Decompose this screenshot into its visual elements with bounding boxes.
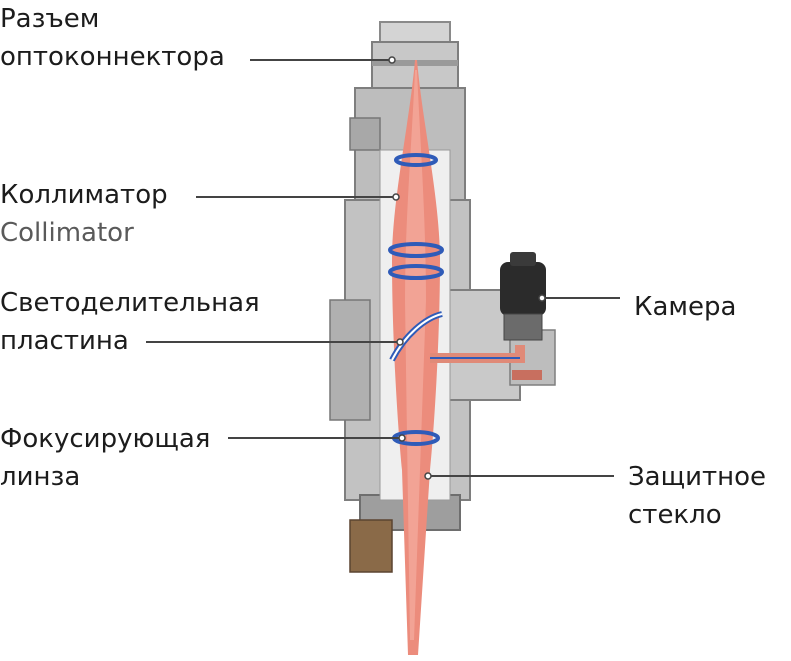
- label-focus-lens: Фокусирующая линза: [0, 420, 210, 496]
- beam-splitter: [389, 311, 443, 362]
- label-focus-lens-line1: Фокусирующая: [0, 424, 211, 454]
- label-beam-splitter-line2: пластина: [0, 326, 129, 356]
- label-collimator-line1: Коллиматор: [0, 180, 168, 210]
- label-focus-lens-line2: линза: [0, 462, 81, 492]
- camera-light-path: [430, 345, 542, 380]
- leader-lines: [146, 59, 620, 477]
- label-beam-splitter-line1: Светоделительная: [0, 288, 260, 318]
- label-optoconnector-line2: оптоконнектора: [0, 42, 225, 72]
- label-collimator: Коллиматор Collimator: [0, 176, 168, 252]
- camera-body: [500, 252, 546, 341]
- label-camera: Камера: [634, 288, 736, 326]
- label-optoconnector: Разъем оптоконнектора: [0, 0, 225, 76]
- label-beam-splitter: Светоделительная пластина: [0, 284, 260, 360]
- label-collimator-line2: Collimator: [0, 218, 134, 248]
- laser-beam: [392, 60, 440, 655]
- label-protective-glass-line1: Защитное: [628, 462, 767, 492]
- label-camera-line1: Камера: [634, 292, 737, 322]
- leader-dots: [388, 56, 546, 480]
- label-protective-glass: Защитное стекло: [628, 458, 766, 534]
- label-optoconnector-line1: Разъем: [0, 4, 100, 34]
- label-protective-glass-line2: стекло: [628, 500, 722, 530]
